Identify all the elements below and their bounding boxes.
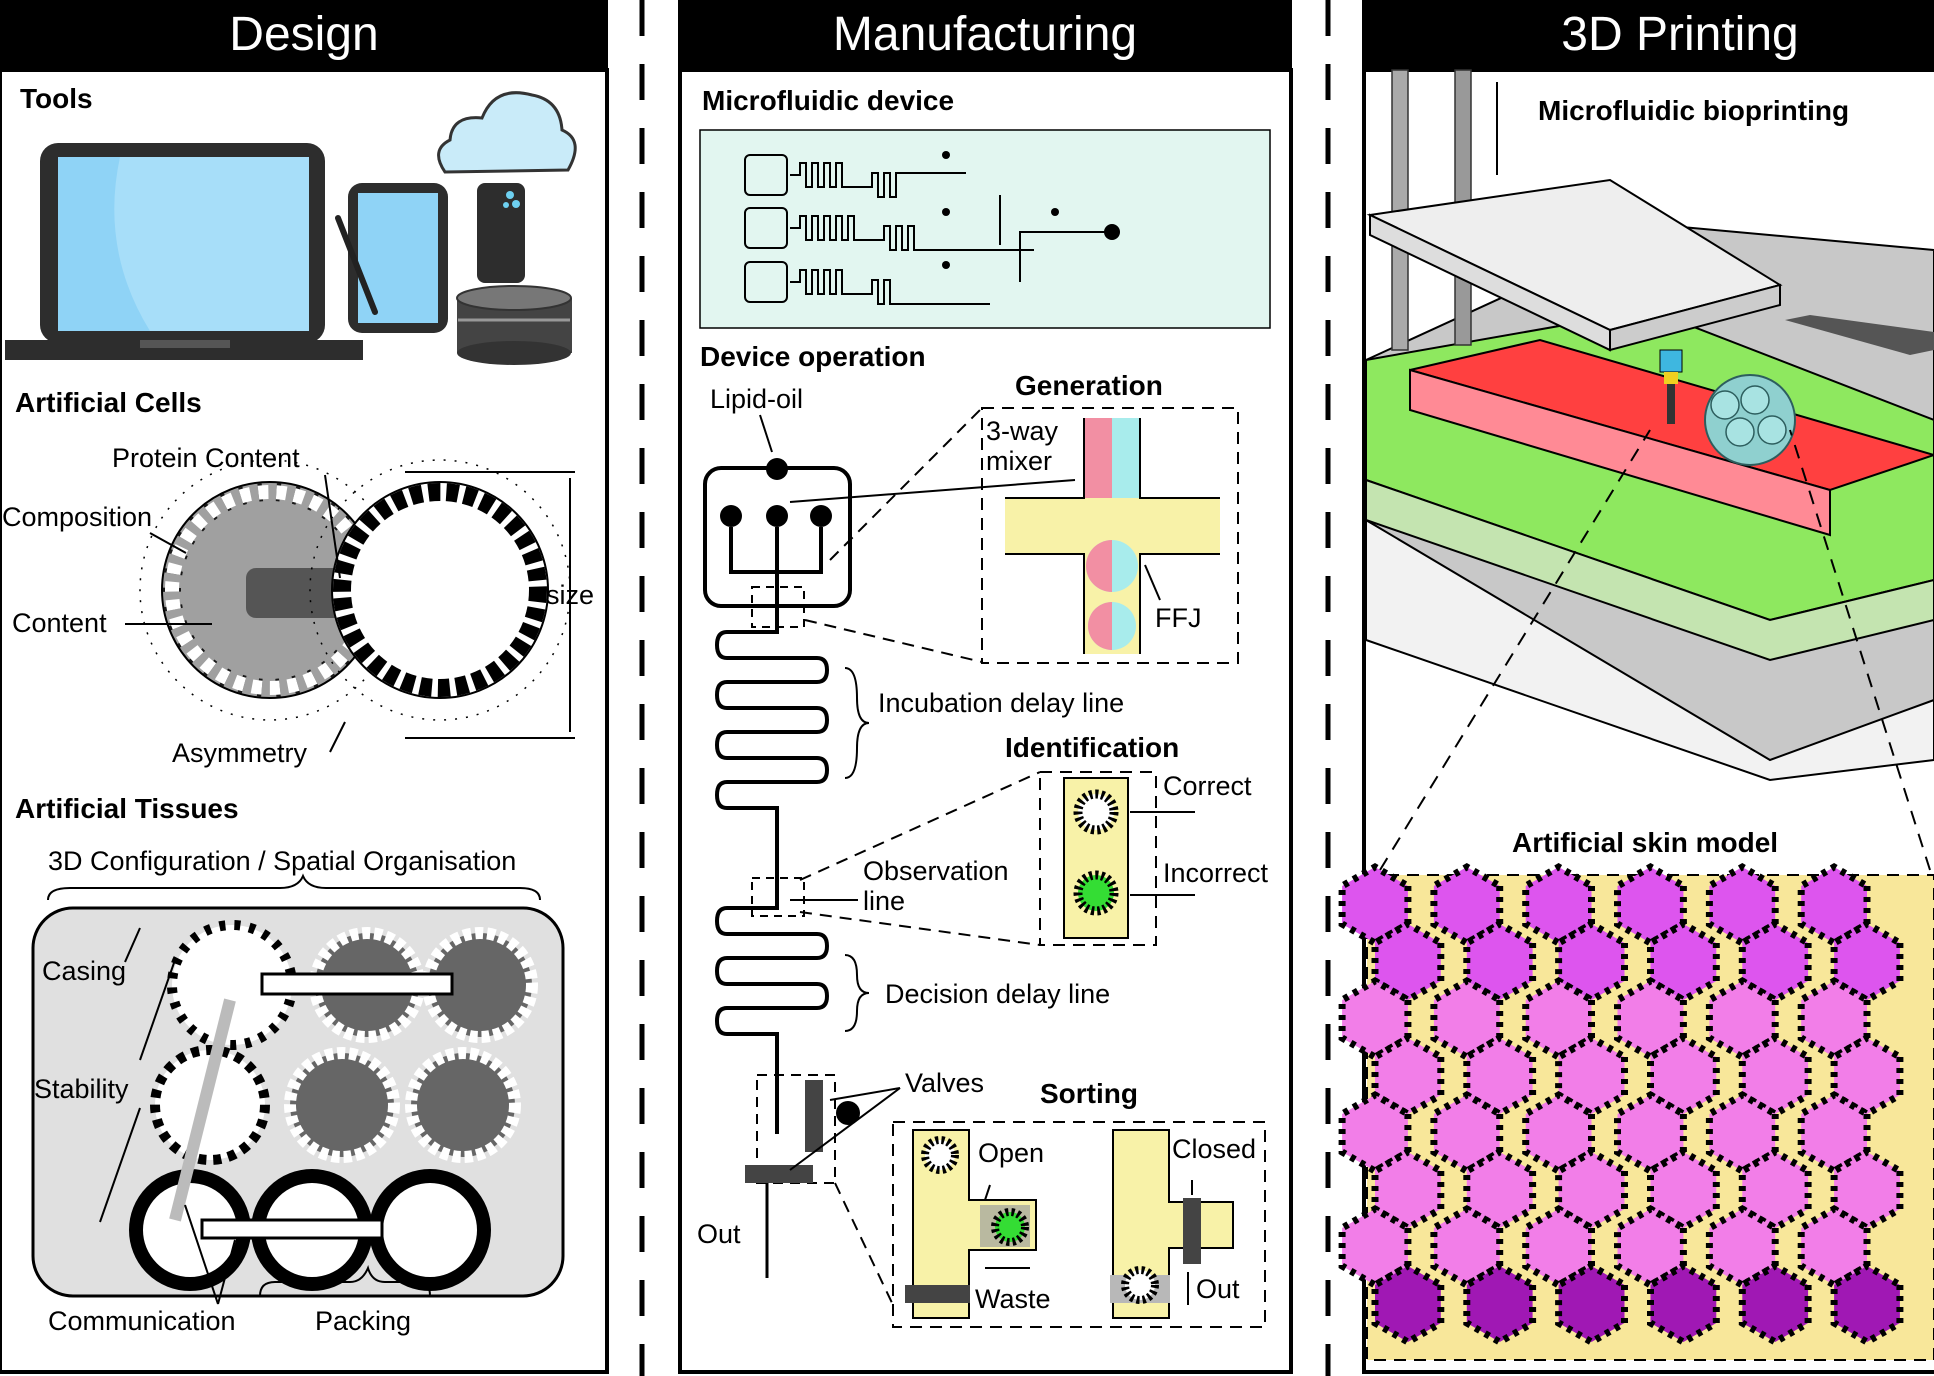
- vesicle-right: [309, 459, 571, 721]
- artificial-cells-heading: Artificial Cells: [15, 387, 202, 418]
- decision-label: Decision delay line: [885, 979, 1110, 1009]
- design-title: Design: [229, 8, 378, 61]
- open-label: Open: [978, 1138, 1044, 1168]
- incubation-label: Incubation delay line: [878, 688, 1124, 718]
- mixer-label-line1: 3-way: [986, 416, 1059, 446]
- incorrect-label: Incorrect: [1163, 858, 1269, 888]
- tissue-cells: [129, 920, 538, 1291]
- microfluidic-device-heading: Microfluidic device: [702, 85, 954, 116]
- phone-icon: [477, 183, 525, 283]
- mixer-label-line2: mixer: [986, 446, 1052, 476]
- server-icon: [456, 285, 572, 365]
- out-label: Out: [697, 1219, 741, 1249]
- observation-label-line2: line: [863, 886, 905, 916]
- protein-content-label: Protein Content: [112, 443, 300, 473]
- manufacturing-title: Manufacturing: [833, 8, 1137, 61]
- skin-cell: [1738, 1261, 1812, 1347]
- skin-cell: [1830, 1261, 1904, 1347]
- bioprinting-heading: Microfluidic bioprinting: [1538, 95, 1849, 126]
- valves-label: Valves: [905, 1068, 984, 1098]
- correct-label: Correct: [1163, 771, 1252, 801]
- asymmetry-label: Asymmetry: [172, 738, 308, 768]
- skin-cell: [1647, 1261, 1720, 1347]
- out-label-sorting: Out: [1196, 1274, 1240, 1304]
- design-panel: Design Tools: [0, 0, 609, 1374]
- artificial-tissues-heading: Artificial Tissues: [15, 793, 239, 824]
- tablet-icon: [335, 183, 448, 333]
- lipid-oil-label: Lipid-oil: [710, 384, 803, 414]
- skin-cell: [1463, 1261, 1537, 1347]
- skin-model-heading: Artificial skin model: [1512, 827, 1778, 858]
- spatial-config-label: 3D Configuration / Spatial Organisation: [48, 846, 516, 876]
- manufacturing-panel: Manufacturing Microfluidic device Device…: [678, 0, 1293, 1374]
- casing-label: Casing: [42, 956, 126, 986]
- skin-cell: [1371, 1261, 1445, 1347]
- incorrect-droplet: [1073, 870, 1119, 916]
- skin-cell: [1555, 1261, 1628, 1347]
- composition-label: Composition: [2, 502, 152, 532]
- microfluidic-chip: [699, 129, 1271, 329]
- cloud-icon: [437, 91, 577, 174]
- packing-label: Packing: [315, 1306, 411, 1336]
- junction-channel: [1005, 418, 1220, 654]
- content-label: Content: [12, 608, 107, 638]
- tools-heading: Tools: [20, 83, 93, 114]
- size-label: size: [546, 580, 594, 610]
- serpentine-channel: [714, 606, 830, 1134]
- skin-model-tissue: [1338, 862, 1934, 1361]
- communication-label: Communication: [48, 1306, 236, 1336]
- stability-label: Stability: [34, 1074, 129, 1104]
- chip-inlets: [703, 458, 852, 628]
- printing-title: 3D Printing: [1561, 8, 1798, 61]
- valve-block: [745, 1074, 860, 1278]
- identification-heading: Identification: [1005, 732, 1179, 763]
- printer-scene: [1365, 69, 1934, 782]
- ffj-label: FFJ: [1155, 603, 1202, 633]
- waste-label: Waste: [975, 1284, 1051, 1314]
- printing-panel: 3D Printing Microfluidic bioprinting: [1338, 0, 1934, 1374]
- sorting-heading: Sorting: [1040, 1078, 1138, 1109]
- correct-droplet: [1073, 789, 1119, 835]
- sorting-closed-channel: [1110, 1129, 1234, 1319]
- closed-label: Closed: [1172, 1134, 1256, 1164]
- device-operation-heading: Device operation: [700, 341, 926, 372]
- generation-heading: Generation: [1015, 370, 1163, 401]
- observation-label-line1: Observation: [863, 856, 1009, 886]
- laptop-icon: [5, 143, 363, 360]
- sorting-open-channel: [905, 1129, 1037, 1319]
